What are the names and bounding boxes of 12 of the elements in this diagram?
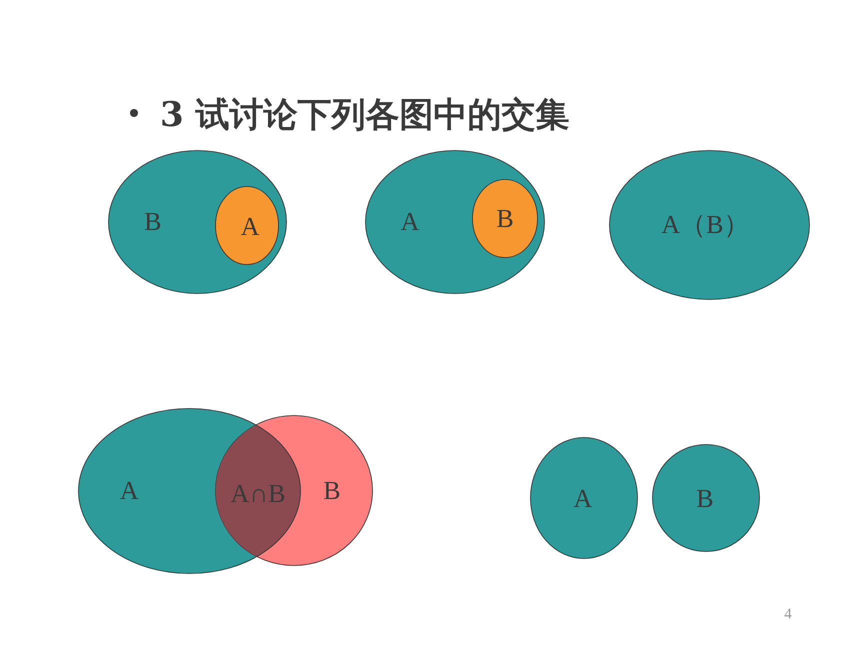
set-label: B bbox=[144, 209, 162, 235]
set-label: A bbox=[240, 214, 260, 240]
title: 3 试讨论下列各图中的交集 bbox=[160, 94, 570, 137]
set-label: B bbox=[496, 206, 514, 232]
set-label: A bbox=[574, 486, 592, 512]
set-label: B bbox=[323, 478, 341, 504]
set-label: A（B） bbox=[661, 212, 750, 238]
set-label: B bbox=[696, 486, 714, 512]
set-label: A bbox=[400, 209, 420, 235]
intersection-label: A∩B bbox=[230, 481, 286, 507]
set-label: A bbox=[120, 478, 139, 504]
page-number: 4 bbox=[784, 608, 792, 622]
